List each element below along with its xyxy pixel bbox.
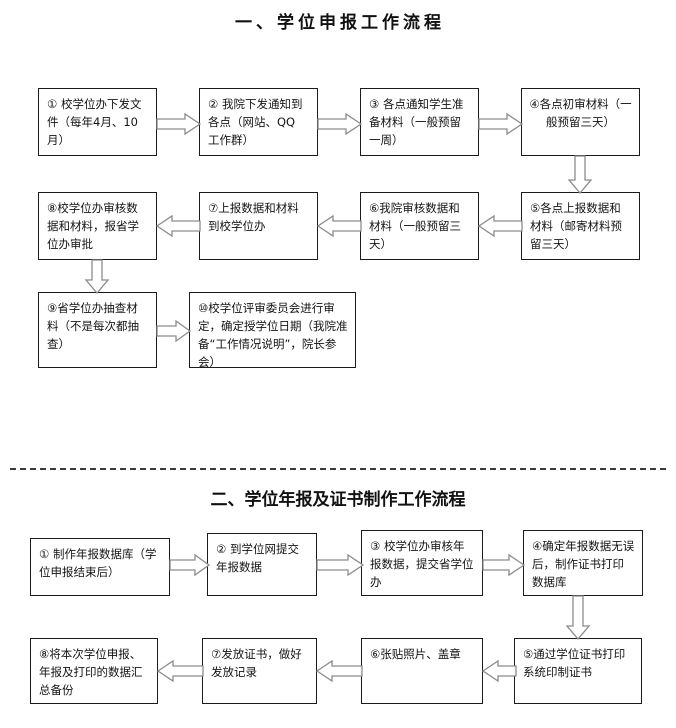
node-s1-n9-label: ⑨省学位办抽查材料（不是每次都抽查） — [47, 301, 139, 351]
node-s1-n4-label: ④各点初审材料（一般预留三天） — [529, 97, 632, 129]
node-s1-n7-label: ⑦上报数据和材料到校学位办 — [208, 201, 299, 233]
arrow-s1-n7-to-n8 — [155, 214, 201, 238]
node-s1-n1-label: ① 校学位办下发文件（每年4月、10月） — [47, 97, 142, 147]
node-s1-n7[interactable]: ⑦上报数据和材料到校学位办 — [199, 192, 318, 260]
node-s2-n2-label: ② 到学位网提交年报数据 — [216, 542, 299, 574]
node-s2-n6[interactable]: ⑥张贴照片、盖章 — [361, 638, 483, 704]
node-s1-n4[interactable]: ④各点初审材料（一般预留三天） — [521, 88, 640, 156]
node-s1-n6-label: ⑥我院审核数据和材料（一般预留三天） — [369, 201, 461, 251]
arrow-s2-n3-to-n4 — [482, 553, 526, 577]
arrow-s2-n1-to-n2 — [169, 553, 211, 577]
node-s2-n1[interactable]: ① 制作年报数据库（学位申报结束后） — [30, 538, 170, 596]
arrow-s1-n8-to-n9 — [84, 259, 111, 295]
node-s1-n5[interactable]: ⑤各点上报数据和材料（邮寄材料预留三天） — [521, 192, 640, 260]
arrow-s2-n4-to-n5 — [565, 595, 592, 641]
section-divider — [10, 468, 666, 470]
node-s2-n5-label: ⑤通过学位证书打印系统印制证书 — [523, 647, 626, 679]
node-s1-n3[interactable]: ③ 各点通知学生准备材料（一般预留一周） — [360, 88, 479, 156]
arrow-s1-n5-to-n6 — [477, 214, 523, 238]
node-s1-n9[interactable]: ⑨省学位办抽查材料（不是每次都抽查） — [38, 292, 157, 368]
node-s2-n3[interactable]: ③ 校学位办审核年报数据，提交省学位办 — [361, 530, 483, 596]
node-s2-n2[interactable]: ② 到学位网提交年报数据 — [207, 533, 317, 596]
node-s2-n5[interactable]: ⑤通过学位证书打印系统印制证书 — [514, 638, 642, 704]
node-s1-n3-label: ③ 各点通知学生准备材料（一般预留一周） — [369, 97, 464, 147]
node-s1-n10[interactable]: ⑩校学位评审委员会进行审定，确定授学位日期（我院准备“工作情况说明”，院长参会） — [189, 292, 356, 368]
node-s1-n6[interactable]: ⑥我院审核数据和材料（一般预留三天） — [360, 192, 479, 260]
arrow-s2-n7-to-n8 — [156, 659, 204, 683]
node-s1-n8-label: ⑧校学位办审核数据和材料，报省学位办审批 — [47, 201, 139, 251]
arrow-s1-n4-to-n5 — [567, 155, 594, 195]
node-s2-n8[interactable]: ⑧将本次学位申报、年报及打印的数据汇总备份 — [30, 638, 158, 704]
node-s1-n2[interactable]: ② 我院下发通知到各点（网站、QQ 工作群） — [199, 88, 318, 156]
arrow-s1-n1-to-n2 — [156, 112, 202, 136]
node-s2-n8-label: ⑧将本次学位申报、年报及打印的数据汇总备份 — [39, 647, 143, 697]
section-2-title: 二、学位年报及证书制作工作流程 — [210, 490, 466, 510]
arrow-s1-n2-to-n3 — [317, 112, 363, 136]
node-s2-n4-label: ④确定年报数据无误后，制作证书打印数据库 — [532, 539, 635, 589]
node-s1-n5-label: ⑤各点上报数据和材料（邮寄材料预留三天） — [530, 201, 622, 251]
node-s2-n7[interactable]: ⑦发放证书，做好发放记录 — [202, 638, 317, 704]
node-s2-n4[interactable]: ④确定年报数据无误后，制作证书打印数据库 — [523, 530, 643, 596]
arrow-s2-n6-to-n7 — [315, 659, 363, 683]
node-s2-n1-label: ① 制作年报数据库（学位申报结束后） — [39, 547, 157, 579]
node-s2-n7-label: ⑦发放证书，做好发放记录 — [211, 647, 302, 679]
node-s1-n8[interactable]: ⑧校学位办审核数据和材料，报省学位办审批 — [38, 192, 157, 260]
arrow-s1-n9-to-n10 — [156, 319, 192, 343]
node-s1-n1[interactable]: ① 校学位办下发文件（每年4月、10月） — [38, 88, 157, 156]
node-s2-n3-label: ③ 校学位办审核年报数据，提交省学位办 — [370, 539, 474, 589]
arrow-s2-n2-to-n3 — [316, 553, 365, 577]
node-s1-n10-label: ⑩校学位评审委员会进行审定，确定授学位日期（我院准备“工作情况说明”，院长参会） — [198, 301, 348, 368]
section-1-title: 一、学位申报工作流程 — [235, 13, 445, 33]
arrow-s1-n6-to-n7 — [316, 214, 362, 238]
arrow-s2-n5-to-n6 — [481, 659, 517, 683]
node-s1-n2-label: ② 我院下发通知到各点（网站、QQ 工作群） — [208, 97, 303, 147]
arrow-s1-n3-to-n4 — [478, 112, 524, 136]
node-s2-n6-label: ⑥张贴照片、盖章 — [370, 647, 461, 661]
